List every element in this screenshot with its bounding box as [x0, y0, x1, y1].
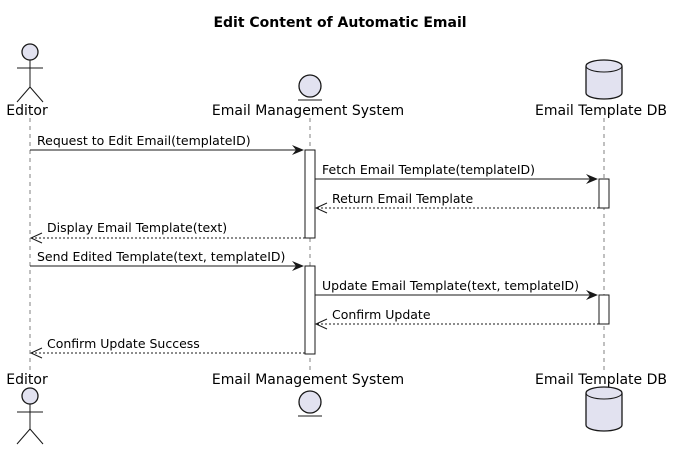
- editor-actor-icon: [16, 387, 44, 445]
- editor-actor-icon: [16, 43, 44, 103]
- message-2: Fetch Email Template(templateID): [315, 162, 598, 184]
- message-1: Request to Edit Email(templateID): [30, 133, 304, 155]
- arrowhead-icon: [586, 290, 598, 300]
- message-label: Display Email Template(text): [47, 220, 227, 235]
- participant-editor-label-bottom: Editor: [6, 372, 48, 388]
- entity-icon: [298, 74, 322, 101]
- message-6: Update Email Template(text, templateID): [315, 278, 598, 300]
- arrowhead-icon: [292, 145, 304, 155]
- arrowhead-icon: [586, 174, 598, 184]
- database-icon: [585, 386, 623, 432]
- ems-activation-2: [304, 265, 316, 355]
- message-3: Return Email Template: [314, 191, 599, 214]
- message-label: Send Edited Template(text, templateID): [37, 249, 285, 264]
- db-activation-1: [598, 178, 610, 209]
- message-4: Display Email Template(text): [29, 220, 305, 244]
- message-label: Fetch Email Template(templateID): [322, 162, 535, 177]
- entity-icon: [298, 390, 322, 417]
- message-label: Request to Edit Email(templateID): [37, 133, 251, 148]
- participant-db-label-bottom: Email Template DB: [535, 372, 667, 388]
- message-label: Update Email Template(text, templateID): [322, 278, 579, 293]
- open-arrowhead-icon: [314, 318, 328, 330]
- message-label: Return Email Template: [332, 191, 473, 206]
- open-arrowhead-icon: [29, 347, 43, 359]
- db-activation-2: [598, 294, 610, 325]
- participant-db-label: Email Template DB: [535, 103, 667, 119]
- open-arrowhead-icon: [29, 232, 43, 244]
- participant-ems-label-bottom: Email Management System: [212, 372, 404, 388]
- participant-editor-label: Editor: [6, 103, 48, 119]
- message-7: Confirm Update: [314, 307, 599, 330]
- database-icon: [585, 59, 623, 100]
- message-label: Confirm Update Success: [47, 336, 200, 351]
- arrowhead-icon: [292, 261, 304, 271]
- message-8: Confirm Update Success: [29, 336, 305, 359]
- message-label: Confirm Update: [332, 307, 431, 322]
- message-5: Send Edited Template(text, templateID): [30, 249, 304, 271]
- ems-activation-1: [304, 149, 316, 239]
- participant-ems-label: Email Management System: [212, 103, 404, 119]
- open-arrowhead-icon: [314, 202, 328, 214]
- diagram-title: Edit Content of Automatic Email: [213, 15, 466, 31]
